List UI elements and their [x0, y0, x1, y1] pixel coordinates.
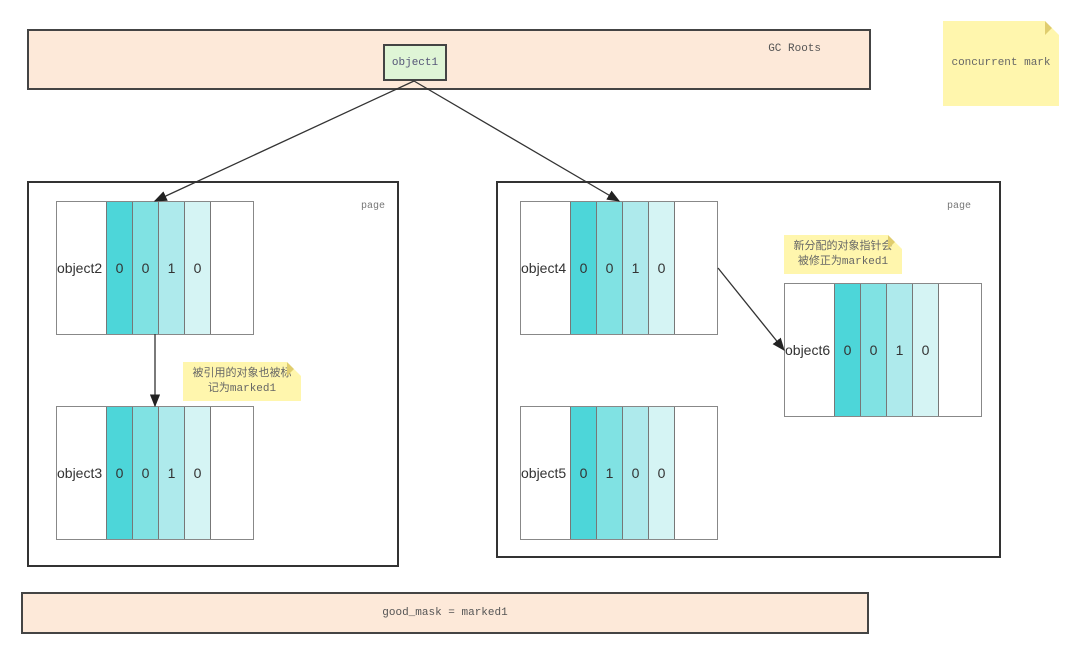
color-bit: 0 [860, 284, 886, 416]
good-mask-bar: good_mask = marked1 [21, 592, 869, 634]
gc-roots-label: GC Roots [768, 43, 821, 55]
note-line: 新分配的对象指针会 [793, 240, 893, 253]
object-label: object5 [521, 465, 567, 481]
good-mask-label: good_mask = marked1 [382, 607, 508, 619]
page-label: page [946, 201, 971, 212]
note-line: 记为marked1 [207, 382, 277, 395]
arrow-object1-object2 [153, 80, 415, 202]
new-alloc-note: 新分配的对象指针会 被修正为marked1 [784, 235, 902, 274]
object5-node[interactable]: object5 0 1 0 0 [520, 406, 718, 540]
object3-node[interactable]: object3 0 0 1 0 [56, 406, 254, 540]
color-bit: 0 [648, 202, 675, 334]
color-bit: 1 [158, 407, 184, 539]
object6-node[interactable]: object6 0 0 1 0 [784, 283, 982, 417]
color-bit: 1 [622, 202, 648, 334]
color-bit: 0 [648, 407, 675, 539]
note-line: 被修正为marked1 [797, 255, 889, 268]
color-bit: 1 [158, 202, 184, 334]
color-bit: 0 [106, 202, 132, 334]
concurrent-mark-label: concurrent mark [951, 57, 1051, 69]
object2-node[interactable]: object2 0 0 1 0 [56, 201, 254, 335]
object1-node[interactable]: object1 [383, 44, 447, 81]
gc-roots-area: GC Roots [27, 29, 871, 90]
color-bit: 0 [834, 284, 860, 416]
color-bit: 0 [570, 407, 596, 539]
color-bit: 1 [596, 407, 622, 539]
concurrent-mark-note: concurrent mark [943, 21, 1059, 106]
color-bit: 1 [886, 284, 912, 416]
color-bit: 0 [622, 407, 648, 539]
arrow-object1-object4 [413, 80, 621, 202]
color-bit: 0 [184, 407, 211, 539]
object-label: object6 [785, 342, 831, 358]
color-bit: 0 [570, 202, 596, 334]
color-bit: 0 [132, 407, 158, 539]
object-label: object3 [57, 465, 103, 481]
color-bit: 0 [596, 202, 622, 334]
color-bit: 0 [132, 202, 158, 334]
referenced-marked-note: 被引用的对象也被标 记为marked1 [183, 362, 301, 401]
page-label: page [360, 201, 385, 212]
color-bit: 0 [106, 407, 132, 539]
arrow-object4-object6 [717, 267, 785, 352]
object-label: object4 [521, 260, 567, 276]
color-bit: 0 [912, 284, 939, 416]
object-label: object2 [57, 260, 103, 276]
note-line: 被引用的对象也被标 [192, 367, 292, 380]
color-bit: 0 [184, 202, 211, 334]
